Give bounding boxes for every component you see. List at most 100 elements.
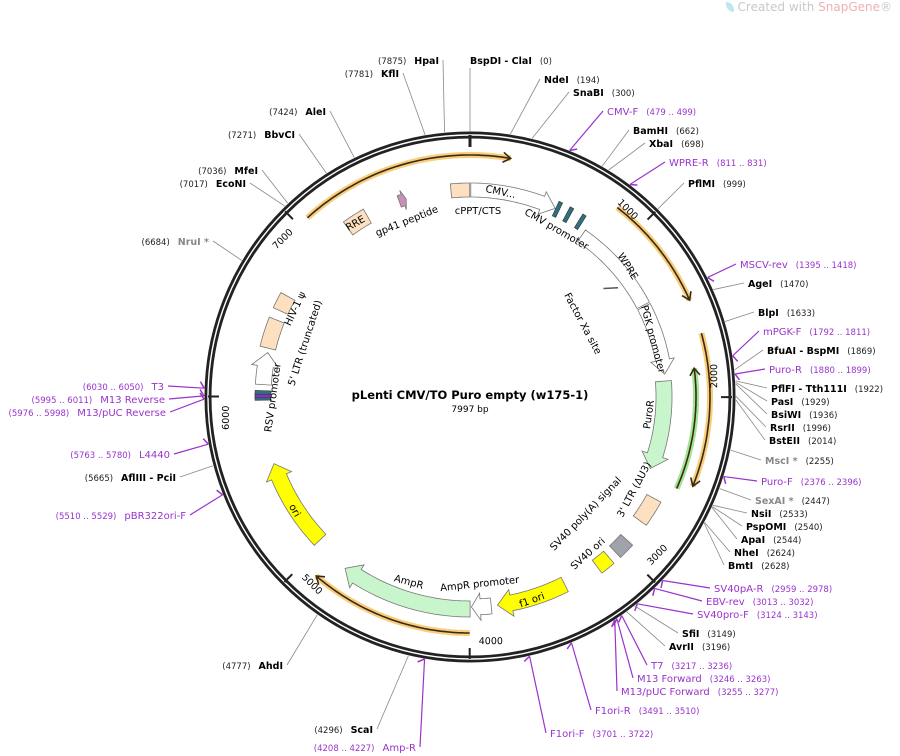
primer-leader-line [173, 443, 209, 455]
watermark-suffix: ® [880, 0, 892, 14]
primer-label: F1ori-F(3701 .. 3722) [550, 729, 653, 740]
restriction-site-label: BstEII(2014) [769, 436, 836, 447]
scale-tick [646, 211, 657, 221]
site-position: (2544) [773, 536, 801, 546]
site-leader-line [179, 465, 214, 478]
primer-leader-line [707, 263, 737, 278]
site-name: F1ori-R [595, 706, 631, 717]
site-leader-line [735, 396, 767, 428]
site-name: AvrII [669, 642, 694, 653]
site-position: (5976 .. 5998) [9, 409, 70, 419]
site-name: KflI [381, 69, 399, 80]
site-name: AflIII - PciI [121, 473, 176, 484]
restriction-site-label: NsiI(2533) [751, 509, 808, 520]
site-name: ScaI [351, 725, 373, 736]
site-name: BstEII [769, 436, 800, 447]
watermark-brand: SnapGene [818, 0, 880, 14]
site-name: M13 Reverse [100, 395, 165, 406]
scale-tick-label: 7000 [271, 227, 296, 252]
site-position: (1792 .. 1811) [809, 328, 870, 338]
site-name: EcoNI [216, 179, 246, 190]
primer-hook-icon [523, 655, 531, 663]
primer-hook-icon [629, 183, 638, 186]
restriction-site-label: PspOMI(2540) [746, 522, 823, 533]
restriction-site-label: SexAI *(2447) [755, 496, 830, 507]
site-leader-line [657, 182, 685, 210]
small-regulatory-element [254, 390, 272, 395]
feature-hiv-1- [272, 292, 296, 315]
primer-hook-icon [216, 489, 224, 496]
site-position: (2255) [806, 457, 834, 467]
site-name: BmtI [728, 561, 753, 572]
feature-pgk-promoter [637, 302, 675, 375]
primer-leader-line [168, 395, 205, 400]
restriction-site-label: BspDI - ClaI(0) [470, 56, 552, 67]
site-position: (1470) [780, 280, 808, 290]
site-position: (194) [577, 76, 600, 86]
site-position: (6030 .. 6050) [83, 383, 144, 393]
site-position: (4208 .. 4227) [314, 744, 375, 754]
site-leader-line [261, 169, 289, 204]
scale-tick-label: 4000 [479, 636, 503, 647]
feature-label: cPPT/CTS [455, 206, 501, 217]
snapgene-watermark: Created with SnapGene® [725, 0, 892, 14]
primer-label: (4208 .. 4227) Amp-R [314, 743, 416, 754]
site-position: (2624) [767, 549, 795, 559]
site-position: (3124 .. 3143) [757, 611, 818, 621]
orf-arrowhead-icon [502, 151, 513, 163]
feature-label: Factor Xa site [561, 291, 603, 356]
site-name: BlpI [758, 308, 779, 319]
primer-leader-line [654, 587, 703, 602]
restriction-site-label: PflMI(999) [688, 179, 746, 190]
site-name: WPRE-R [669, 158, 709, 169]
restriction-site-label: BmtI(2628) [728, 561, 789, 572]
site-position: (3491 .. 3510) [639, 707, 700, 717]
site-leader-line [735, 383, 768, 415]
primer-label: mPGK-F (1792 .. 1811) [763, 327, 870, 338]
site-name: T7 [650, 661, 663, 672]
primer-leader-line [569, 110, 604, 151]
feature-ori [265, 463, 327, 546]
site-name: T3 [151, 382, 164, 393]
primer-hook-icon [660, 580, 664, 588]
primer-hook-icon [734, 373, 741, 381]
primer-hook-icon [723, 476, 727, 485]
site-leader-line [712, 506, 743, 527]
site-name: AleI [305, 107, 326, 118]
site-name: NheI [734, 548, 759, 559]
orf-arrowhead-icon [690, 477, 701, 488]
plasmid-name: pLenti CMV/TO Puro empty (w175-1) [352, 388, 589, 402]
site-position: (1395 .. 1418) [796, 261, 857, 271]
site-position: (1869) [847, 347, 875, 357]
scale-tick-label: 2000 [709, 364, 720, 388]
site-name: SV40pro-F [697, 610, 749, 621]
orf-arc [675, 368, 697, 489]
site-name: mPGK-F [763, 327, 802, 338]
feature-rre [342, 208, 372, 236]
site-position: (1996) [803, 424, 831, 434]
small-regulatory-element [562, 206, 575, 224]
site-leader-line [626, 611, 666, 647]
primer-hook-icon [634, 603, 638, 612]
primer-hook-icon [199, 381, 205, 389]
site-leader-line [711, 507, 738, 540]
site-name: AhdI [259, 661, 283, 672]
site-position: (2533) [779, 510, 807, 520]
site-leader-line [402, 72, 426, 135]
site-position: (2540) [794, 523, 822, 533]
site-position: (2959 .. 2978) [771, 585, 832, 595]
site-name: AgeI [748, 279, 772, 290]
site-position: (4296) [314, 726, 342, 736]
feature-3-ltr-u3- [632, 493, 662, 526]
site-leader-line [608, 142, 646, 171]
site-name: BbvCI [264, 130, 295, 141]
site-name: M13 Forward [637, 674, 702, 685]
feature-layer [250, 182, 675, 622]
primer-leader-line [189, 494, 223, 516]
small-regulatory-element [551, 201, 563, 218]
restriction-site-label: SnaBI(300) [573, 88, 635, 99]
site-name: PflFI - Tth111I [771, 384, 847, 395]
feature-puror [641, 380, 673, 470]
primer-leader-line [419, 659, 426, 748]
site-name: Amp-R [383, 743, 417, 754]
